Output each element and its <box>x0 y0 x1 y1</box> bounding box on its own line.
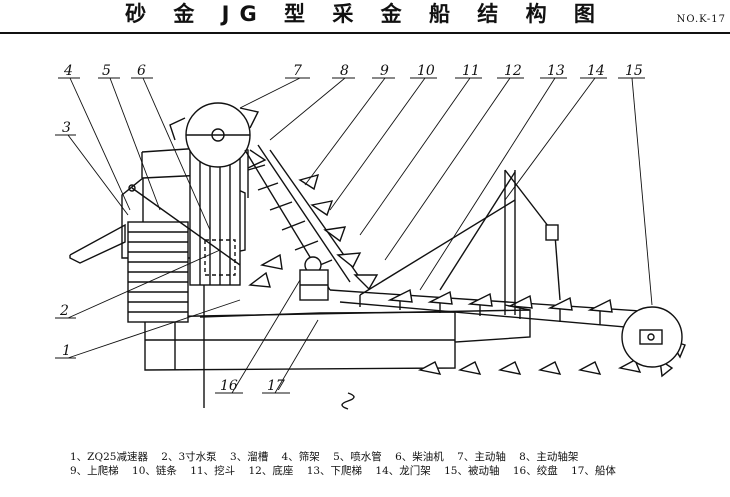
legend-item: 1、ZQ25减速器 <box>70 451 148 463</box>
callout-1: 1 <box>62 343 71 359</box>
legend-item: 17、船体 <box>571 465 616 477</box>
callout-12: 12 <box>504 63 522 79</box>
title-rule <box>0 32 730 34</box>
callout-3: 3 <box>62 120 71 136</box>
callout-10: 10 <box>417 63 435 79</box>
driven-wheel <box>621 306 683 368</box>
screen-drum <box>127 221 189 323</box>
hull <box>144 309 531 371</box>
legend-item: 14、龙门架 <box>375 465 431 477</box>
legend-item: 7、主动轴 <box>457 451 506 463</box>
diesel-engine <box>189 149 241 286</box>
callout-15: 15 <box>625 63 643 79</box>
legend-row-1: 1、ZQ25减速器 2、3寸水泵 3、溜槽 4、筛架 5、喷水管 6、柴油机 7… <box>70 450 720 464</box>
callout-7: 7 <box>293 63 302 79</box>
legend-item: 3、溜槽 <box>230 451 269 463</box>
legend-item: 16、绞盘 <box>512 465 558 477</box>
winch <box>299 256 329 301</box>
callout-2: 2 <box>59 303 69 319</box>
callout-16: 16 <box>220 378 238 394</box>
buckets-upper <box>248 173 379 291</box>
callout-14: 14 <box>587 63 605 79</box>
legend-row-2: 9、上爬梯 10、链条 11、挖斗 12、底座 13、下爬梯 14、龙门架 15… <box>70 464 720 478</box>
legend-item: 6、柴油机 <box>395 451 444 463</box>
leader-lines <box>55 77 653 394</box>
callout-4: 4 <box>63 63 73 79</box>
callout-6: 6 <box>137 63 146 79</box>
legend-item: 10、链条 <box>132 465 177 477</box>
legend-item: 2、3寸水泵 <box>161 451 217 463</box>
legend-item: 13、下爬梯 <box>306 465 363 477</box>
callout-9: 9 <box>380 63 389 79</box>
drawing-title: 砂 金 JG 型 采 金 船 结 构 图 <box>125 2 605 26</box>
dredge-structure-diagram: 4 5 6 7 8 9 10 11 12 13 14 15 3 2 1 16 1… <box>55 63 686 410</box>
anchor-pole <box>203 285 355 410</box>
legend-item: 12、底座 <box>248 465 294 477</box>
legend-item: 9、上爬梯 <box>70 465 119 477</box>
sluice <box>69 223 126 264</box>
callout-13: 13 <box>547 63 565 79</box>
legend-item: 4、筛架 <box>281 451 320 463</box>
callout-11: 11 <box>462 63 480 79</box>
drawing-number: NO.K-17 <box>676 14 726 25</box>
callout-5: 5 <box>102 63 111 79</box>
callout-17: 17 <box>267 378 285 394</box>
legend-item: 8、主动轴架 <box>519 451 579 463</box>
gantry-frame <box>359 169 561 315</box>
drive-wheel <box>169 102 267 169</box>
upper-ladder <box>244 144 361 291</box>
legend-item: 5、喷水管 <box>333 451 382 463</box>
spray-pipe <box>128 184 241 266</box>
legend-item: 11、挖斗 <box>190 465 236 477</box>
callout-8: 8 <box>340 63 349 79</box>
legend-item: 15、被动轴 <box>444 465 500 477</box>
parts-legend: 1、ZQ25减速器 2、3寸水泵 3、溜槽 4、筛架 5、喷水管 6、柴油机 7… <box>70 450 720 478</box>
